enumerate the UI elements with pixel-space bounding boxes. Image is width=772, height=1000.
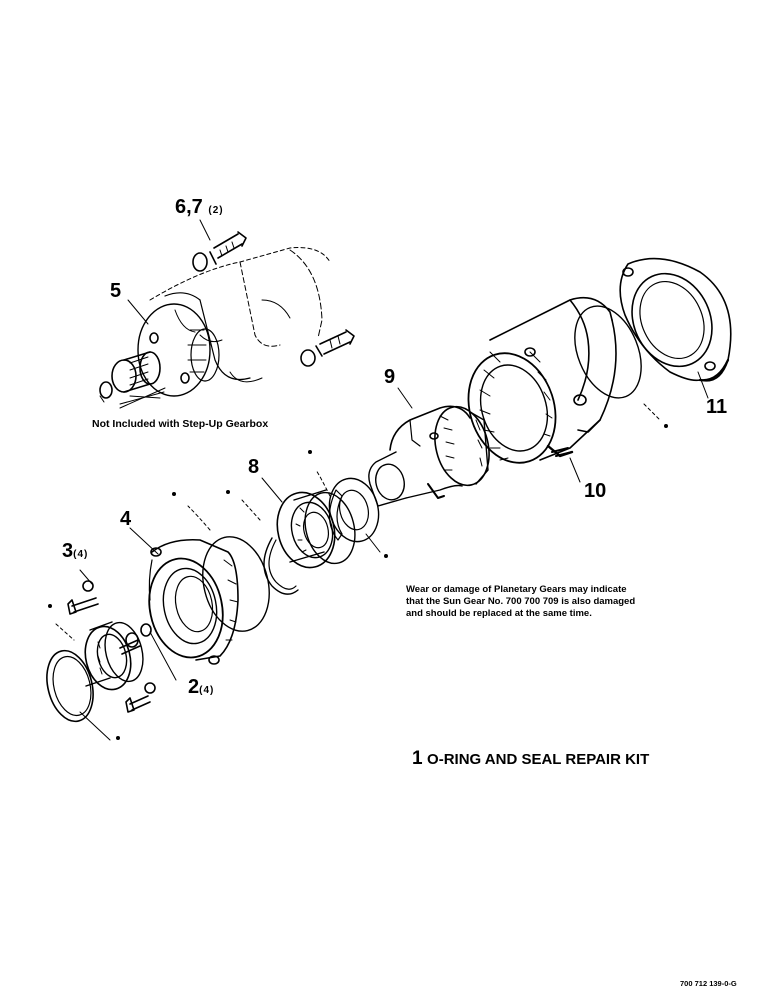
snap-ring-8 bbox=[241, 499, 299, 595]
callout-9: 9 bbox=[384, 366, 396, 388]
callout-6-7-qty: (2) bbox=[208, 205, 224, 216]
note-leader bbox=[119, 391, 165, 405]
callout-3-qty: (4) bbox=[73, 549, 89, 560]
bolt-part3-lower bbox=[125, 682, 156, 713]
snap-ring-9 bbox=[315, 469, 381, 553]
plate-disc-part5 bbox=[137, 303, 211, 397]
gearbox-housing bbox=[149, 247, 331, 383]
repair-kit-label: 1 O-RING AND SEAL REPAIR KIT bbox=[412, 748, 649, 770]
o-ring-11 bbox=[574, 305, 661, 421]
callout-10: 10 bbox=[584, 480, 607, 502]
bolt-part3-upper bbox=[67, 580, 99, 615]
callout-2-qty: (4) bbox=[199, 685, 215, 696]
bolt-upper bbox=[192, 231, 247, 272]
callout-4: 4 bbox=[120, 508, 132, 530]
callout-8: 8 bbox=[248, 456, 260, 478]
front-o-ring bbox=[46, 623, 111, 741]
note-line-1: Wear or damage of Planetary Gears may in… bbox=[406, 584, 627, 595]
note-step-up-gearbox: Not Included with Step-Up Gearbox bbox=[92, 418, 269, 430]
callout-3: 3(4) bbox=[62, 540, 89, 562]
note-planetary-gears: Wear or damage of Planetary Gears may in… bbox=[406, 584, 635, 620]
planetary-carrier-part9 bbox=[368, 405, 490, 507]
bolt-right bbox=[300, 329, 355, 367]
note-line-3: and should be replaced at the same time. bbox=[406, 608, 592, 619]
o-ring-4 bbox=[187, 505, 270, 632]
end-cover-part11 bbox=[619, 257, 732, 382]
bearing-housing-part4 bbox=[148, 538, 239, 665]
note-line-2: that the Sun Gear No. 700 700 709 is als… bbox=[406, 596, 636, 607]
callout-2: 2(4) bbox=[188, 676, 215, 698]
kit-markers bbox=[48, 424, 668, 740]
bearing-part8 bbox=[276, 489, 356, 569]
callout-5: 5 bbox=[110, 280, 122, 302]
retainer-ring bbox=[328, 489, 343, 541]
ring-gear-housing-part10 bbox=[467, 296, 617, 464]
drawing-code: 700 712 139-0-G bbox=[680, 979, 737, 988]
repair-kit-number: 1 bbox=[412, 748, 423, 769]
callout-11: 11 bbox=[706, 396, 728, 418]
callout-6-7: 6,7 (2) bbox=[175, 196, 224, 218]
repair-kit-text: O-RING AND SEAL REPAIR KIT bbox=[427, 751, 650, 768]
